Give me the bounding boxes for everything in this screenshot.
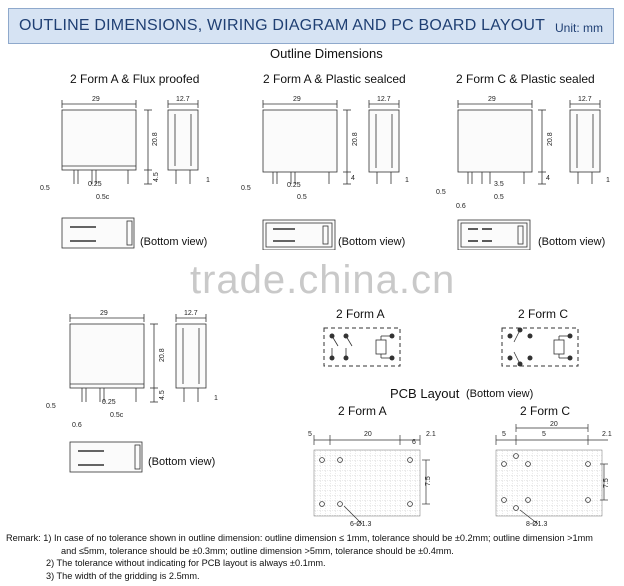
page-title: OUTLINE DIMENSIONS, WIRING DIAGRAM AND P… — [19, 17, 546, 34]
variant-2-caption: 2 Form A & Plastic sealced — [263, 72, 406, 86]
wiring-form-c-label: 2 Form C — [518, 307, 569, 321]
pcb-c-d5b: 5 — [542, 431, 546, 438]
v4-d1-text: 0.5 — [46, 403, 56, 410]
wiring-form-a-label: 2 Form A — [336, 307, 385, 321]
pcb-layout-subtitle: (Bottom view) — [466, 388, 534, 400]
v3-h2-text: 4 — [546, 175, 550, 182]
remark-label: Remark: — [6, 533, 41, 543]
pcb-c-holes: 8-Ø1.3 — [526, 521, 548, 528]
v2-depth-text: 12.7 — [377, 96, 391, 103]
pcb-a-d5: 5 — [308, 431, 312, 438]
variant-1-caption: 2 Form A & Flux proofed — [70, 72, 200, 86]
page-header: OUTLINE DIMENSIONS, WIRING DIAGRAM AND P… — [8, 8, 614, 44]
v4-d4-text: 0.6 — [72, 422, 82, 429]
pcb-a-d75: 7.5 — [425, 476, 432, 486]
v2-pin-text: 1 — [405, 177, 409, 184]
v2-width-text: 29 — [293, 96, 301, 103]
unit-label: Unit: mm — [555, 21, 603, 35]
pcb-c-d20: 20 — [550, 421, 558, 428]
pcb-layout-title: PCB Layout — [390, 386, 460, 401]
v3-height-text: 20.8 — [547, 132, 554, 146]
variant-1-bottom-view: (Bottom view) — [140, 236, 208, 248]
wiring-form-a-diagram — [323, 327, 401, 367]
variant-4-bottom-view: (Bottom view) — [148, 456, 216, 468]
v4-d3-text: 0.5c — [110, 412, 124, 419]
v1-d2-text: 0.25 — [88, 181, 102, 188]
v3-width-text: 29 — [488, 96, 496, 103]
v3-pin-text: 1 — [606, 177, 610, 184]
v2-h2-text: 4 — [351, 175, 355, 182]
v1-h2-text: 4.5 — [153, 172, 160, 182]
outline-dimensions-title: Outline Dimensions — [270, 46, 383, 61]
v2-d2-text: 0.25 — [287, 182, 301, 189]
variant-3-drawing: 29 12.7 20.8 4 0.5 3.5 0.5 0.6 1 — [436, 96, 610, 250]
v4-height-text: 20.8 — [159, 348, 166, 362]
v4-width-text: 29 — [100, 310, 108, 317]
pcb-a-holes: 6-Ø1.3 — [350, 521, 372, 528]
v2-d3-text: 0.5 — [297, 194, 307, 201]
pcb-c-d75: 7.5 — [603, 478, 610, 488]
v2-d1-text: 0.5 — [241, 185, 251, 192]
pcb-a-d20: 20 — [364, 431, 372, 438]
v4-h2-text: 4.5 — [159, 390, 166, 400]
remark-3: 3) The width of the gridding is 2.5mm. — [46, 570, 200, 581]
v1-d3-text: 0.5c — [96, 194, 110, 201]
remark-1-cont: and ≤5mm, tolerance should be ±0.3mm; ou… — [61, 545, 454, 556]
variant-3-caption: 2 Form C & Plastic sealed — [456, 72, 595, 86]
pcb-c-d5a: 5 — [502, 431, 506, 438]
v3-d2-text: 3.5 — [494, 181, 504, 188]
pcb-c-d21: 2.1 — [602, 431, 612, 438]
v1-pin-text: 1 — [206, 177, 210, 184]
remark-1: Remark: 1) In case of no tolerance shown… — [6, 533, 593, 543]
v3-d4-text: 0.6 — [456, 203, 466, 210]
pcb-form-c-grid: 20 5 5 2.1 7.5 8-Ø1.3 — [495, 421, 612, 528]
variant-2-bottom-view: (Bottom view) — [338, 236, 406, 248]
v1-depth-text: 12.7 — [176, 96, 190, 103]
v3-d1-text: 0.5 — [436, 189, 446, 196]
pcb-form-c-label: 2 Form C — [520, 404, 571, 418]
wiring-form-c-diagram — [501, 327, 579, 367]
remark-2: 2) The tolerance without indicating for … — [46, 558, 326, 568]
pcb-form-a-grid: 5 20 6 2.1 7.5 6-Ø1.3 — [308, 431, 436, 528]
v4-d2-text: 0.25 — [102, 399, 116, 406]
variant-4-drawing: 29 12.7 20.8 4.5 0.5 0.25 0.5c 0.6 1 — [46, 310, 218, 473]
v4-pin-text: 1 — [214, 395, 218, 402]
v3-depth-text: 12.7 — [578, 96, 592, 103]
variant-2-drawing: 29 12.7 20.8 4 0.5 0.25 0.5 1 — [241, 96, 409, 250]
v1-width-text: 29 — [92, 96, 100, 103]
pcb-a-d6: 6 — [412, 439, 416, 446]
v4-depth-text: 12.7 — [184, 310, 198, 317]
v1-d1-text: 0.5 — [40, 185, 50, 192]
pcb-a-d21: 2.1 — [426, 431, 436, 438]
v2-height-text: 20.8 — [352, 132, 359, 146]
variant-3-bottom-view: (Bottom view) — [538, 236, 606, 248]
watermark: trade.china.cn — [190, 258, 456, 302]
variant-1-drawing: 29 12.7 20.8 4.5 0.5 0.25 0.5c 1 — [40, 96, 210, 249]
v3-d3-text: 0.5 — [494, 194, 504, 201]
v1-height-text: 20.8 — [152, 132, 159, 146]
pcb-form-a-label: 2 Form A — [338, 404, 387, 418]
remarks: Remark: 1) In case of no tolerance shown… — [6, 532, 618, 582]
